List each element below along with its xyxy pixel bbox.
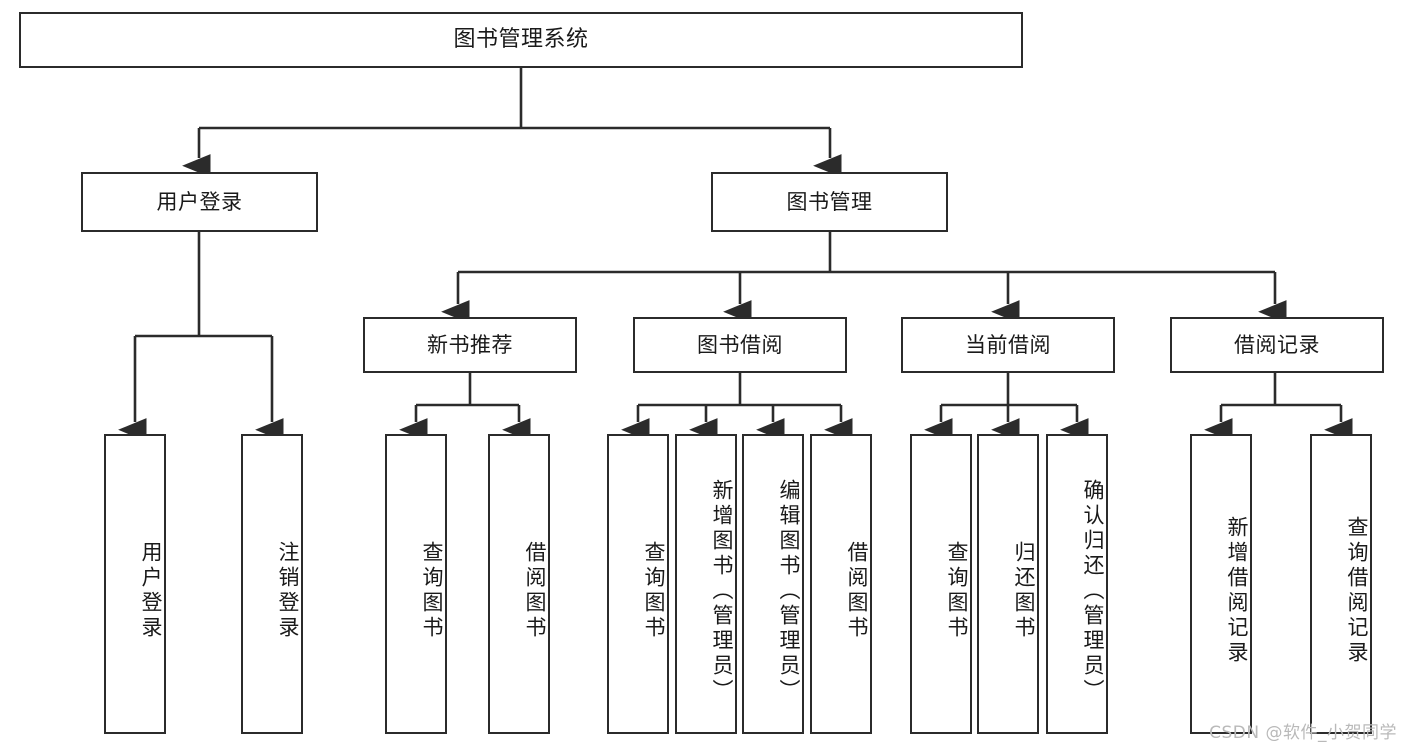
leaf-borrow-book[interactable]: 借阅图书 <box>810 434 872 734</box>
leaf-logout-label: 注销登录 <box>276 541 300 641</box>
node-user-login[interactable]: 用户登录 <box>81 172 318 232</box>
leaf-add-book-admin[interactable]: 新增图书（管理员） <box>675 434 737 734</box>
leaf-query-borrow-record[interactable]: 查询借阅记录 <box>1310 434 1372 734</box>
node-new-book-recommend[interactable]: 新书推荐 <box>363 317 577 373</box>
node-book-borrow[interactable]: 图书借阅 <box>633 317 847 373</box>
leaf-user-login-label: 用户登录 <box>139 541 163 641</box>
node-borrow-records-label: 借阅记录 <box>1234 332 1320 357</box>
leaf-confirm-return-admin[interactable]: 确认归还（管理员） <box>1046 434 1108 734</box>
node-borrow-records[interactable]: 借阅记录 <box>1170 317 1384 373</box>
leaf-return-book-label: 归还图书 <box>1012 541 1036 641</box>
leaf-edit-book-admin[interactable]: 编辑图书（管理员） <box>742 434 804 734</box>
leaf-query-book-new[interactable]: 查询图书 <box>385 434 447 734</box>
node-root[interactable]: 图书管理系统 <box>19 12 1023 68</box>
leaf-logout[interactable]: 注销登录 <box>241 434 303 734</box>
node-current-borrow[interactable]: 当前借阅 <box>901 317 1115 373</box>
leaf-query-book-new-label: 查询图书 <box>420 541 444 641</box>
node-root-label: 图书管理系统 <box>453 27 589 53</box>
leaf-query-borrow-record-label: 查询借阅记录 <box>1345 516 1369 666</box>
leaf-borrow-book-new[interactable]: 借阅图书 <box>488 434 550 734</box>
leaf-add-book-admin-label: 新增图书（管理员） <box>710 478 734 704</box>
leaf-query-book-current-label: 查询图书 <box>945 541 969 641</box>
leaf-user-login[interactable]: 用户登录 <box>104 434 166 734</box>
leaf-confirm-return-admin-label: 确认归还（管理员） <box>1081 478 1105 704</box>
leaf-return-book[interactable]: 归还图书 <box>977 434 1039 734</box>
leaf-query-book-current[interactable]: 查询图书 <box>910 434 972 734</box>
leaf-edit-book-admin-label: 编辑图书（管理员） <box>777 478 801 704</box>
node-user-login-label: 用户登录 <box>156 189 243 214</box>
node-book-borrow-label: 图书借阅 <box>697 332 783 357</box>
node-current-borrow-label: 当前借阅 <box>965 332 1051 357</box>
leaf-query-book-borrow[interactable]: 查询图书 <box>607 434 669 734</box>
leaf-borrow-book-new-label: 借阅图书 <box>523 541 547 641</box>
watermark: CSDN @软件_小贺同学 <box>1209 723 1397 743</box>
leaf-borrow-book-label: 借阅图书 <box>845 541 869 641</box>
leaf-query-book-borrow-label: 查询图书 <box>642 541 666 641</box>
leaf-add-borrow-record[interactable]: 新增借阅记录 <box>1190 434 1252 734</box>
leaf-add-borrow-record-label: 新增借阅记录 <box>1225 516 1249 666</box>
node-book-management[interactable]: 图书管理 <box>711 172 948 232</box>
node-new-book-recommend-label: 新书推荐 <box>427 332 513 357</box>
node-book-management-label: 图书管理 <box>786 189 873 214</box>
